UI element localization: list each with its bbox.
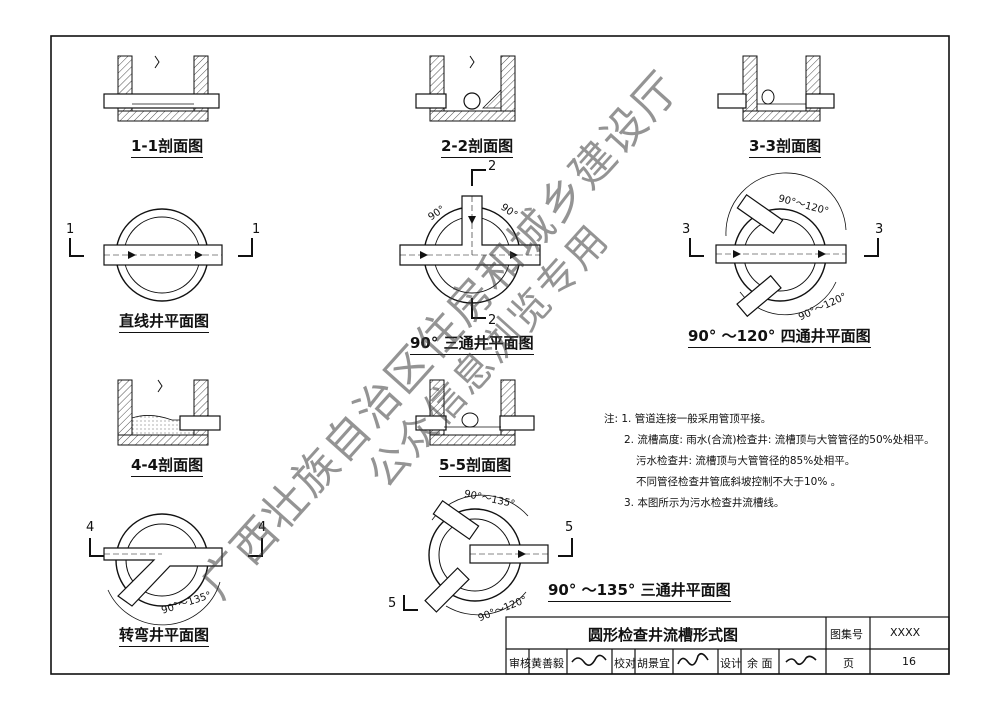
straight-plan-title: 直线井平面图	[119, 310, 210, 333]
check-label: 校对	[614, 657, 636, 670]
cut-mark-5-right: 5	[565, 520, 574, 535]
sheet-border	[50, 35, 950, 675]
note-line-1: 注: 1. 管道连接一般采用管顶平接。	[604, 413, 772, 425]
tee-90-plan	[399, 169, 541, 319]
cut-mark-4-right: 4	[258, 520, 267, 535]
atlas-label: 图集号	[830, 628, 863, 641]
section-1-1-drawing	[103, 55, 220, 122]
design-label: 设计	[720, 657, 742, 670]
cut-mark-5-left: 5	[388, 596, 397, 611]
section-5-5-title: 5-5剖面图	[439, 454, 512, 477]
bend-well-plan	[89, 513, 263, 626]
straight-well-plan	[69, 208, 253, 302]
checker-name: 胡景宜	[637, 657, 670, 670]
section-2-2-title: 2-2剖面图	[441, 135, 514, 158]
bend-plan-title: 转弯井平面图	[119, 624, 210, 647]
tee-135-plan	[403, 494, 573, 616]
cut-mark-3-right: 3	[875, 222, 884, 237]
atlas-number: XXXX	[890, 626, 921, 639]
title-block	[505, 616, 950, 675]
note-line-3: 污水检查井: 流槽顶与大管管径的85%处相平。	[636, 455, 856, 467]
page-label: 页	[843, 657, 854, 670]
cross-90-120-plan	[689, 172, 879, 318]
signature-marks	[571, 652, 817, 666]
review-label: 审核	[509, 657, 531, 670]
reviewer-name: 黄善毅	[531, 657, 564, 670]
section-1-1-title: 1-1剖面图	[131, 135, 204, 158]
drawing-title: 圆形检查井流槽形式图	[588, 626, 739, 644]
note-line-2: 2. 流槽高度: 雨水(合流)检查井: 流槽顶与大管管径的50%处相平。	[624, 434, 935, 446]
section-5-5-drawing	[415, 379, 535, 446]
designer-name: 余 面	[747, 657, 773, 670]
cut-mark-3-left: 3	[682, 222, 691, 237]
tee135-plan-title: 90° ～135° 三通井平面图	[548, 579, 731, 602]
section-4-4-title: 4-4剖面图	[131, 454, 204, 477]
tee90-plan-title: 90° 三通井平面图	[410, 332, 534, 355]
section-4-4-drawing	[117, 379, 221, 446]
section-3-3-drawing	[717, 55, 835, 122]
cut-mark-1-left: 1	[66, 222, 75, 237]
cut-mark-1-right: 1	[252, 222, 261, 237]
page-number: 16	[902, 655, 916, 668]
cut-mark-2-top: 2	[488, 159, 497, 174]
note-line-5: 3. 本图所示为污水检查井流槽线。	[624, 497, 785, 509]
cross-plan-title: 90° ～120° 四通井平面图	[688, 325, 871, 348]
cut-mark-2-bottom: 2	[488, 313, 497, 328]
section-3-3-title: 3-3剖面图	[749, 135, 822, 158]
cut-mark-4-left: 4	[86, 520, 95, 535]
section-2-2-drawing	[415, 55, 516, 122]
notes-block: 注: 1. 管道连接一般采用管顶平接。 2. 流槽高度: 雨水(合流)检查井: …	[604, 409, 935, 514]
note-line-4: 不同管径检查井管底斜坡控制不大于10% 。	[636, 476, 842, 488]
